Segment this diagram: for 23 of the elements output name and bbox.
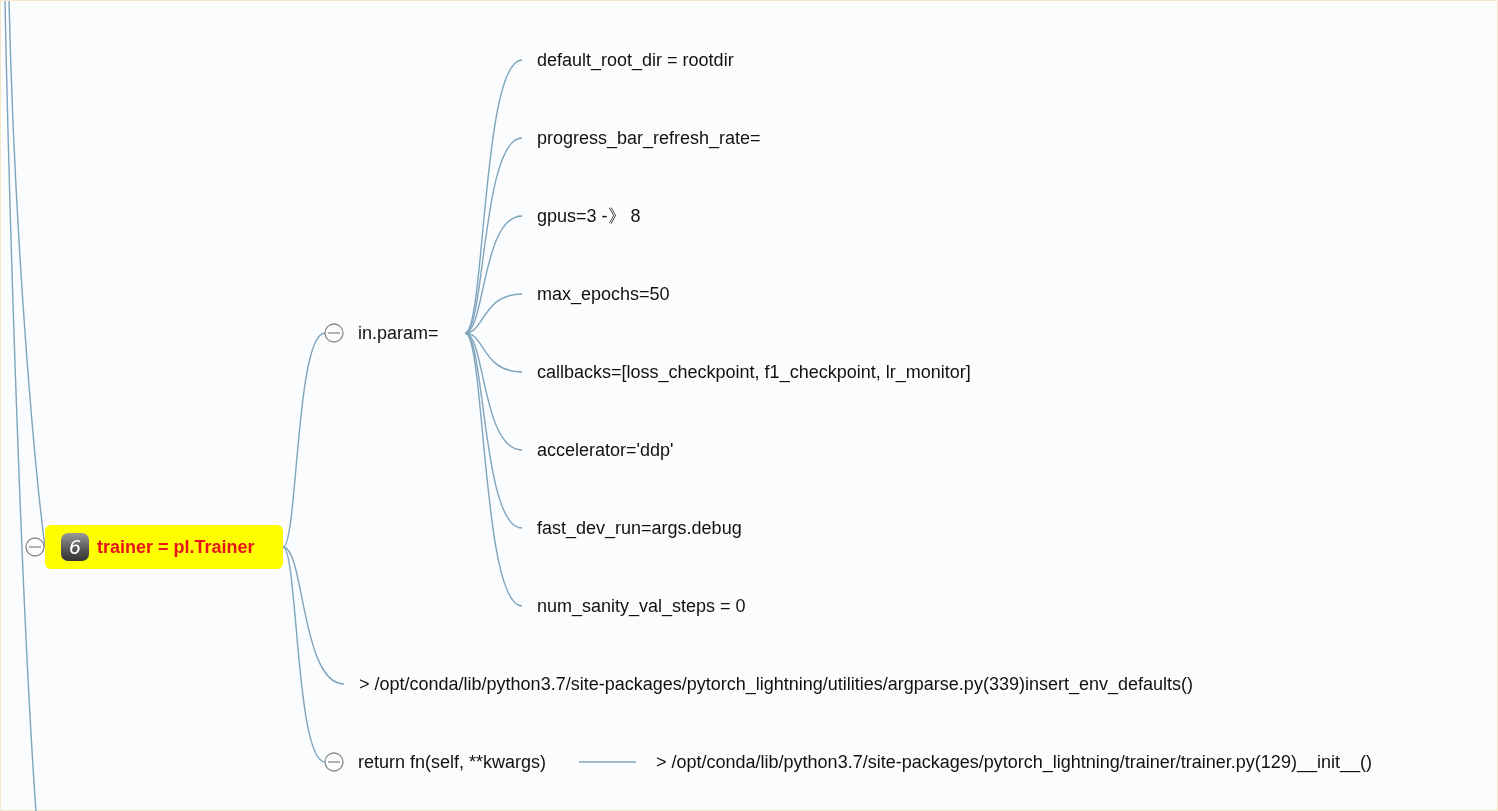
topic-text: callbacks=[loss_checkpoint, f1_checkpoint, lr_monitor] xyxy=(522,357,1082,387)
topic-text: num_sanity_val_steps = 0 xyxy=(522,591,922,621)
branch-line xyxy=(282,546,326,763)
branch-line xyxy=(282,546,345,685)
topic-text: > /opt/conda/lib/python3.7/site-packages/pytorch_lightning/trainer/trainer.py(129)__init__() xyxy=(641,747,1481,777)
topic-text: default_root_dir = rootdir xyxy=(522,45,922,75)
topic-text: max_epochs=50 xyxy=(522,279,922,309)
branch-line xyxy=(464,215,523,334)
branch-line xyxy=(464,332,523,607)
topic-box xyxy=(45,525,283,569)
topic-text: fast_dev_run=args.debug xyxy=(522,513,922,543)
priority-badge: 6 xyxy=(61,533,89,561)
topic-text: in.param= xyxy=(358,322,439,344)
topic-text: accelerator='ddp' xyxy=(522,435,922,465)
branch-line xyxy=(282,332,326,548)
branch-line xyxy=(578,761,637,763)
branch-line xyxy=(464,59,523,334)
topic-text: trainer = pl.Trainer xyxy=(97,536,255,558)
topic-text: gpus=3 -》 8 xyxy=(522,201,922,231)
topic-text: > /opt/conda/lib/python3.7/site-packages/pytorch_lightning/utilities/argparse.py(339)insert_env_defaults() xyxy=(344,669,1344,699)
branch-line xyxy=(464,332,523,529)
topic-text: progress_bar_refresh_rate= xyxy=(522,123,922,153)
topic-text: return fn(self, **kwargs) xyxy=(358,751,547,773)
